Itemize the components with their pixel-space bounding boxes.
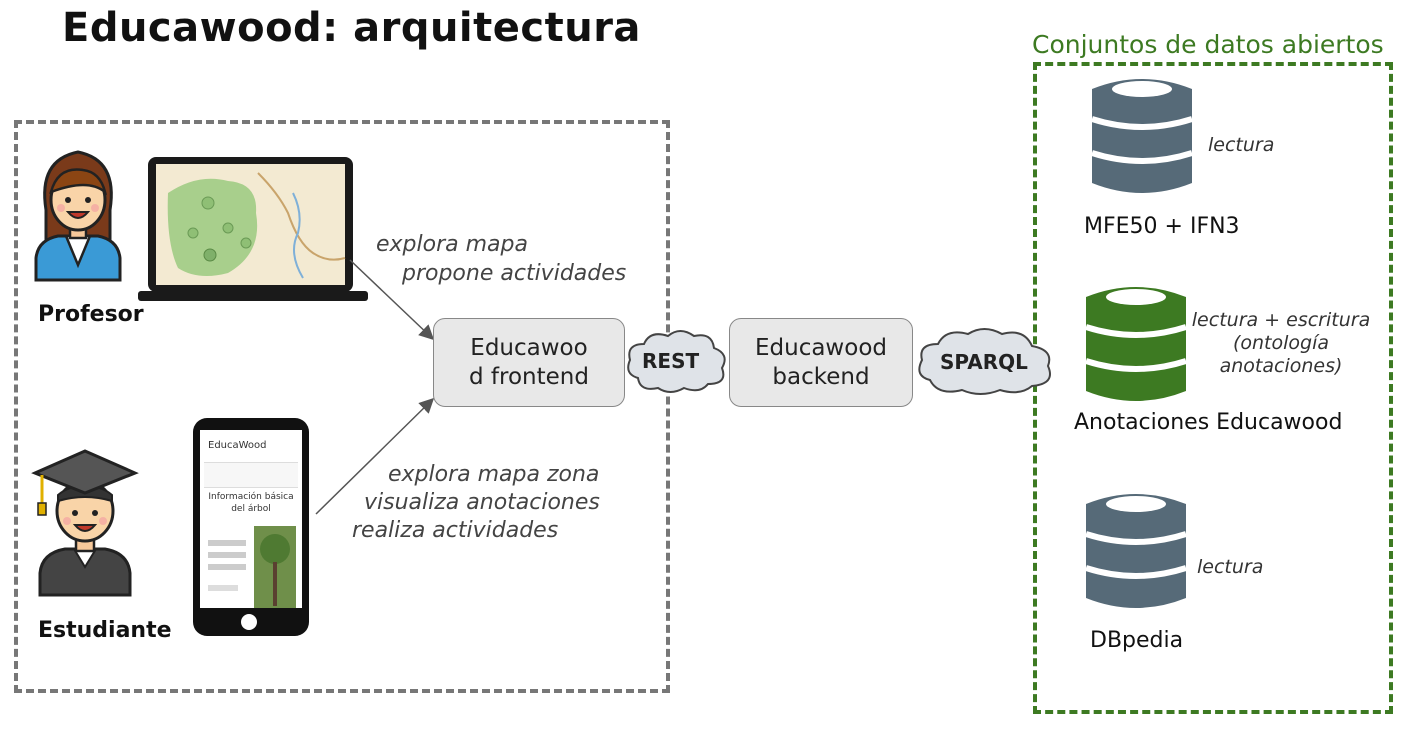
datasets-region [1033,62,1393,714]
sparql-cloud-icon [918,328,1051,395]
phone-app-brand: EducaWood [208,440,267,451]
client-region [14,120,670,693]
sparql-label: SPARQL [940,350,1028,374]
dataset-anotaciones-access: lectura + escritura (ontología anotacion… [1190,309,1372,377]
student-action-explore: explora mapa zona [388,462,600,487]
phone-app-text-line [208,540,246,546]
phone-app-text-line [208,585,238,591]
phone-frame: EducaWood Información básica del árbol [193,418,309,636]
student-avatar-icon [31,449,139,597]
dataset-dbpedia-access: lectura [1197,556,1264,578]
teacher-avatar-icon [34,150,122,282]
backend-node: Educawood backend [729,318,913,407]
datasets-group-label: Conjuntos de datos abiertos [1032,30,1384,59]
dataset-anotaciones-access-line1: lectura + escritura [1191,309,1371,331]
rest-cloud-icon [627,330,726,393]
backend-label-line2: backend [772,363,870,390]
dataset-mfe50-name: MFE50 + IFN3 [1084,214,1240,239]
page-title: Educawood: arquitectura [62,5,641,51]
phone-home-button [241,614,257,630]
teacher-label: Profesor [38,302,144,327]
backend-label-line1: Educawood [754,334,887,361]
dataset-anotaciones-access-line3: anotaciones) [1219,354,1343,377]
student-arrow [315,397,435,515]
teacher-action-propose: propone actividades [402,261,627,286]
phone-screen: EducaWood Información básica del árbol [200,430,302,608]
database-mfe50-icon [1091,79,1193,193]
dataset-mfe50-access: lectura [1208,134,1275,156]
database-anotaciones-icon [1085,287,1187,401]
frontend-label-line1: Educawoo [470,334,588,361]
teacher-action-explore: explora mapa [376,232,528,257]
dataset-anotaciones-name: Anotaciones Educawood [1074,410,1343,435]
student-action-visualize: visualiza anotaciones [364,490,600,515]
rest-label: REST [642,349,700,373]
dataset-anotaciones-access-line2: (ontología [1232,331,1330,354]
teacher-arrow [349,259,435,341]
dataset-dbpedia-name: DBpedia [1090,628,1184,653]
phone-app-tabs [204,462,298,488]
frontend-node: Educawoo d frontend [433,318,625,407]
student-label: Estudiante [38,618,172,643]
database-dbpedia-icon [1085,494,1187,608]
frontend-label-line2: d frontend [469,363,589,390]
phone-app-text-line [208,564,246,570]
phone-app-heading: Información básica del árbol [208,492,294,514]
student-action-activities: realiza actividades [352,518,559,543]
tree-photo [254,526,296,608]
phone-app-text-line [208,552,246,558]
laptop-map-image [138,157,368,301]
